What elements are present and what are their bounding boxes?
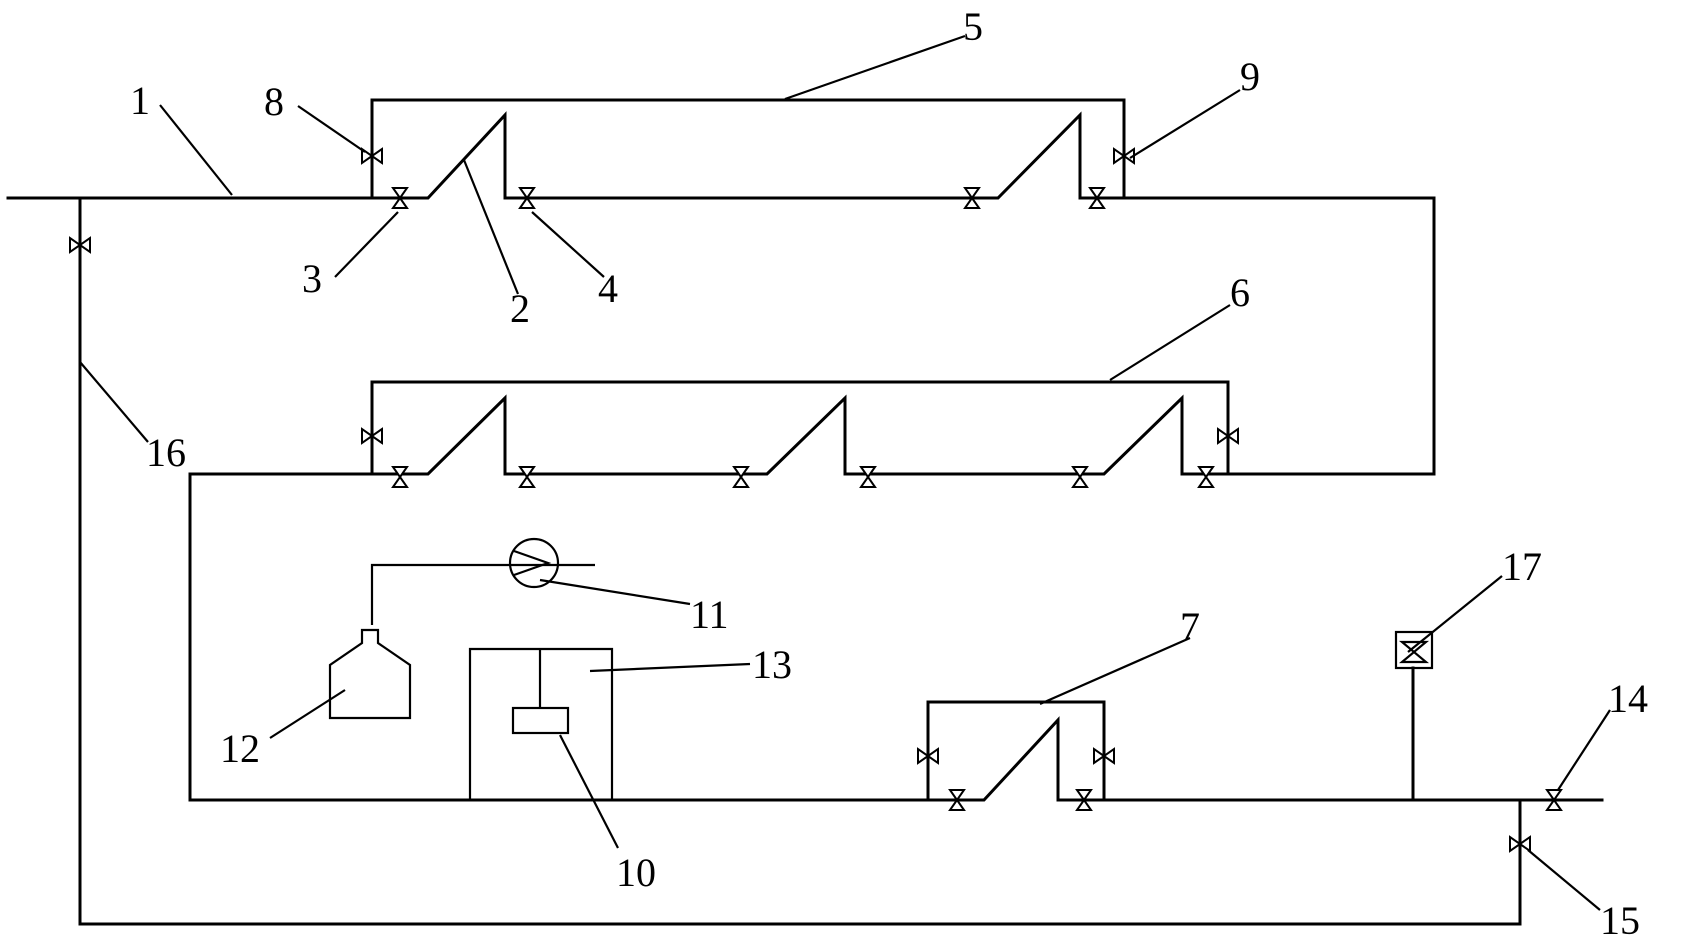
tank-icon xyxy=(328,628,412,720)
label-13: 13 xyxy=(752,642,792,687)
label-6: 6 xyxy=(1230,270,1250,315)
label-17: 17 xyxy=(1502,544,1542,589)
valve-icon xyxy=(518,466,536,488)
label-3: 3 xyxy=(302,256,322,301)
label-10: 10 xyxy=(616,850,656,895)
bypass-line-middle xyxy=(370,380,1230,476)
label-11: 11 xyxy=(690,592,729,637)
label-12: 12 xyxy=(220,726,260,771)
valve-icon xyxy=(1197,466,1215,488)
valve-icon xyxy=(1093,747,1115,765)
valve-icon xyxy=(732,466,750,488)
valve-icon xyxy=(948,789,966,811)
return-line xyxy=(78,196,1522,926)
label-7: 7 xyxy=(1180,604,1200,649)
valve-icon xyxy=(1509,835,1531,853)
mixer-tank-icon xyxy=(468,647,614,800)
valve-icon xyxy=(518,187,536,209)
main-line-middle xyxy=(188,394,1436,802)
heat-exchanger-icon xyxy=(370,537,595,625)
label-9: 9 xyxy=(1240,54,1260,99)
bypass-line-top xyxy=(370,98,1126,200)
valve-icon xyxy=(963,187,981,209)
label-16: 16 xyxy=(146,430,186,475)
label-8: 8 xyxy=(264,79,284,124)
valve-icon xyxy=(917,747,939,765)
valve-icon xyxy=(1075,789,1093,811)
valve-icon xyxy=(1071,466,1089,488)
valve-icon xyxy=(391,187,409,209)
bypass-line-bottom xyxy=(926,700,1106,802)
main-line-top xyxy=(6,111,1436,476)
valve-icon xyxy=(69,236,91,254)
valve-icon xyxy=(1088,187,1106,209)
label-1: 1 xyxy=(130,78,150,123)
valve-icon xyxy=(361,427,383,445)
pipe-network xyxy=(6,98,1604,926)
label-5: 5 xyxy=(963,4,983,49)
component-labels: 1 8 5 9 3 2 4 6 16 11 13 12 10 7 17 14 1… xyxy=(130,4,1648,942)
label-2: 2 xyxy=(510,286,530,331)
label-4: 4 xyxy=(598,266,618,311)
valve-icon xyxy=(1113,147,1135,165)
gauge-icon xyxy=(1394,630,1434,670)
main-line-bottom xyxy=(188,716,1604,802)
leader-lines xyxy=(79,34,1611,911)
valve-icon xyxy=(391,466,409,488)
label-15: 15 xyxy=(1600,898,1640,942)
label-14: 14 xyxy=(1608,676,1648,721)
valve-icon xyxy=(1217,427,1239,445)
valves xyxy=(69,147,1563,853)
valve-icon xyxy=(859,466,877,488)
valve-icon xyxy=(1545,789,1563,811)
valve-icon xyxy=(361,147,383,165)
